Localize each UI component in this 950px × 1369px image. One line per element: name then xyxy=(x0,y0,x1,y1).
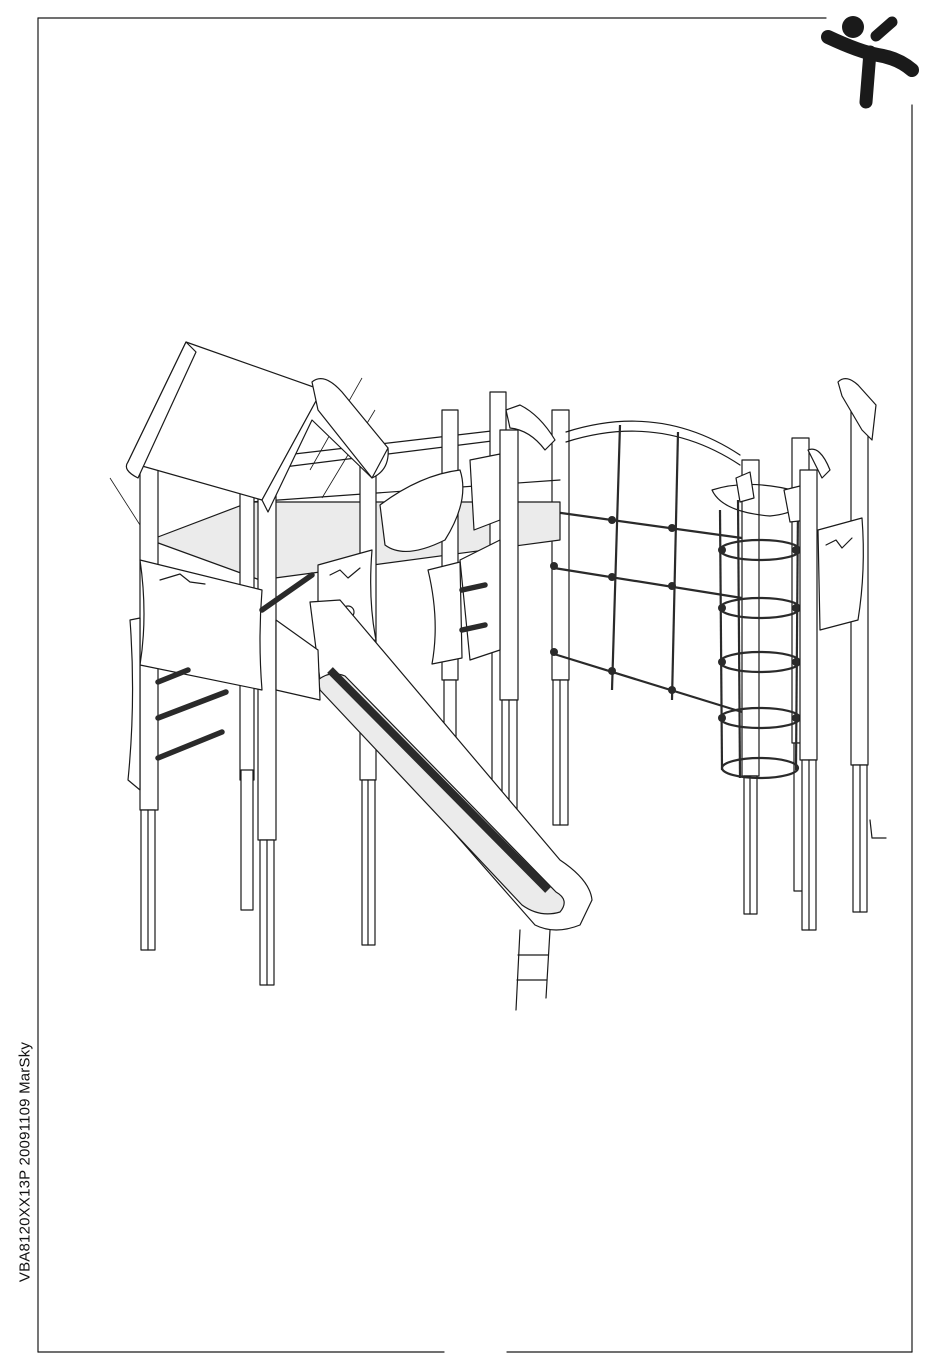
jumping-figure-logo xyxy=(828,16,912,102)
playground-structure-drawing xyxy=(110,342,886,1010)
page-border xyxy=(38,18,912,1352)
net-frame-posts xyxy=(552,379,886,914)
document-code: VBA8120XX13P 20091109 MarSky xyxy=(17,1042,34,1282)
climbing-net xyxy=(550,421,742,712)
